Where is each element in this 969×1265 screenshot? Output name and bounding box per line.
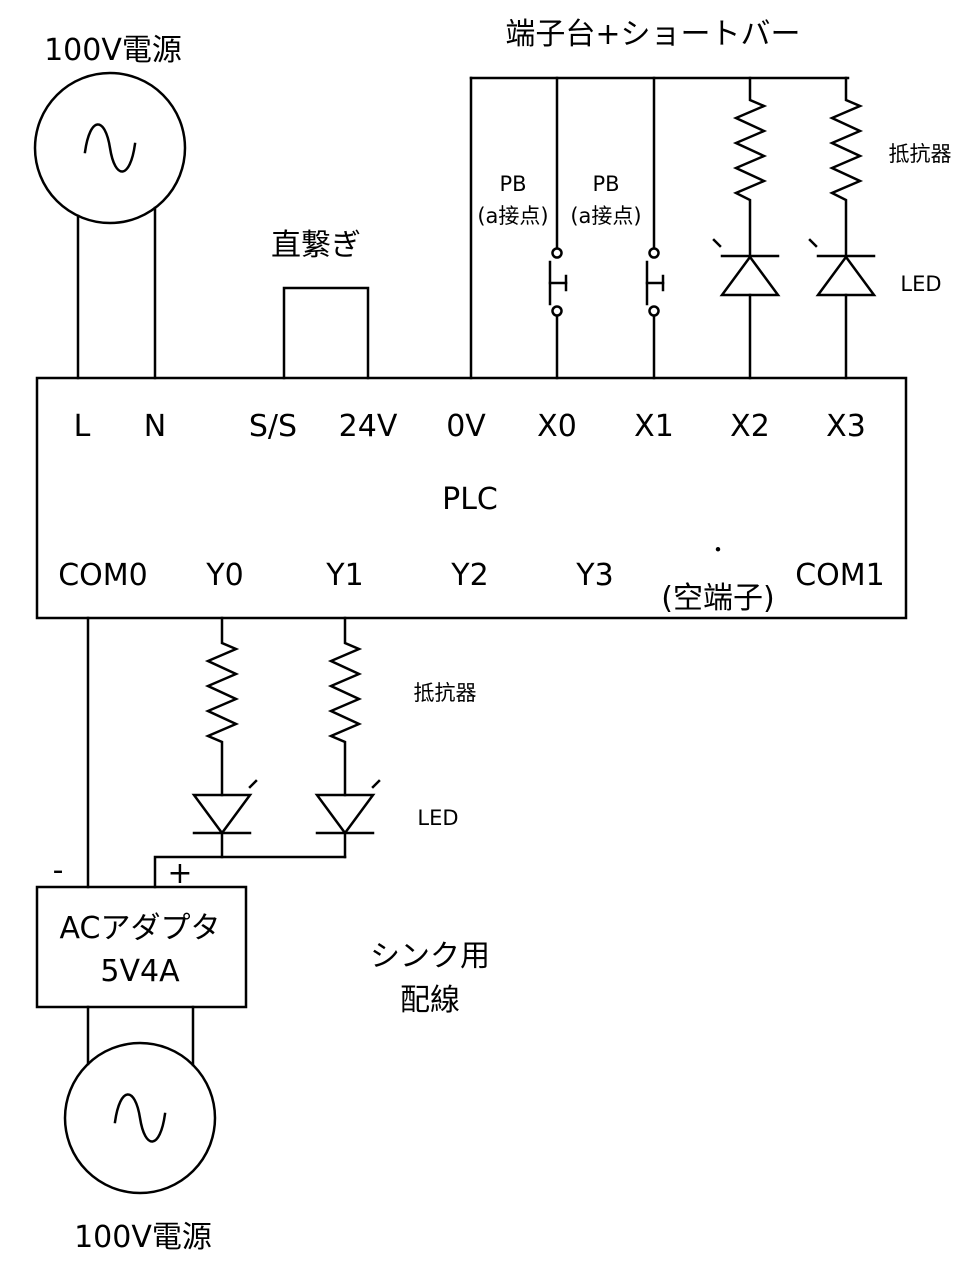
terminal-y0: Y0: [205, 558, 243, 593]
resistor-led-x2: [712, 76, 781, 380]
resistor-led-x3: [808, 76, 877, 380]
ac-source-bottom-symbol: [63, 1041, 217, 1195]
empty-terminal-label: (空端子): [661, 581, 774, 616]
terminal-com0: COM0: [58, 558, 148, 593]
plc-body: [35, 376, 908, 620]
power-bottom-label: 100V電源: [74, 1220, 212, 1255]
led-x2-symbol: [719, 254, 781, 297]
terminal-x2: X2: [730, 409, 770, 444]
plc-label: PLC: [442, 482, 498, 517]
note-line1: シンク用: [370, 939, 490, 974]
led-y0-symbol: [191, 793, 253, 836]
resistor-y1-symbol: [327, 616, 363, 797]
power-top-label: 100V電源: [44, 33, 182, 68]
resistor-x3-symbol: [828, 76, 864, 258]
terminal-y2: Y2: [450, 558, 488, 593]
jumper-wire: [282, 286, 370, 380]
input-led-label: LED: [900, 272, 941, 296]
jumper-label: 直繋ぎ: [271, 228, 361, 263]
adapter-rating: 5V4A: [100, 954, 180, 989]
resistor-x2-symbol: [732, 76, 768, 258]
input-resistor-label: 抵抗器: [889, 142, 952, 166]
pb-type-x1: (a接点): [570, 204, 641, 228]
output-led-label: LED: [417, 806, 458, 830]
pb-type-x0: (a接点): [477, 204, 548, 228]
resistor-led-y1: [314, 616, 381, 859]
push-button-x0: [548, 76, 568, 380]
pb-label-x0: PB: [499, 172, 526, 196]
terminal-com1: COM1: [795, 558, 885, 593]
terminal-x3: X3: [826, 409, 866, 444]
terminal-ss: S/S: [249, 409, 297, 444]
adapter-minus-label: -: [53, 853, 64, 888]
push-button-x1: [645, 76, 665, 380]
led-x3-symbol: [815, 254, 877, 297]
terminal-n: N: [144, 409, 166, 444]
terminal-y3: Y3: [575, 558, 613, 593]
resistor-y0-symbol: [204, 616, 240, 797]
wire-plus-bus: [153, 855, 347, 889]
adapter-name: ACアダプタ: [60, 911, 221, 946]
note-line2: 配線: [400, 983, 460, 1018]
adapter-plus-label: +: [167, 856, 192, 891]
sine-wave-top-icon: [83, 123, 137, 173]
ac-adapter-box: [35, 885, 248, 1009]
led-y1-symbol: [314, 793, 376, 836]
terminal-block-label: 端子台+ショートバー: [505, 17, 800, 52]
output-resistor-label: 抵抗器: [414, 681, 477, 705]
terminal-y1: Y1: [325, 558, 363, 593]
pb-label-x1: PB: [592, 172, 619, 196]
terminal-24v: 24V: [339, 409, 398, 444]
terminal-0v: 0V: [446, 409, 486, 444]
resistor-led-y0: [191, 616, 258, 859]
empty-terminal-marker: ・: [708, 538, 729, 562]
terminal-l: L: [74, 409, 91, 444]
sine-wave-bottom-icon: [113, 1093, 167, 1143]
ac-source-top-symbol: [33, 71, 187, 225]
terminal-x1: X1: [634, 409, 674, 444]
terminal-x0: X0: [537, 409, 577, 444]
